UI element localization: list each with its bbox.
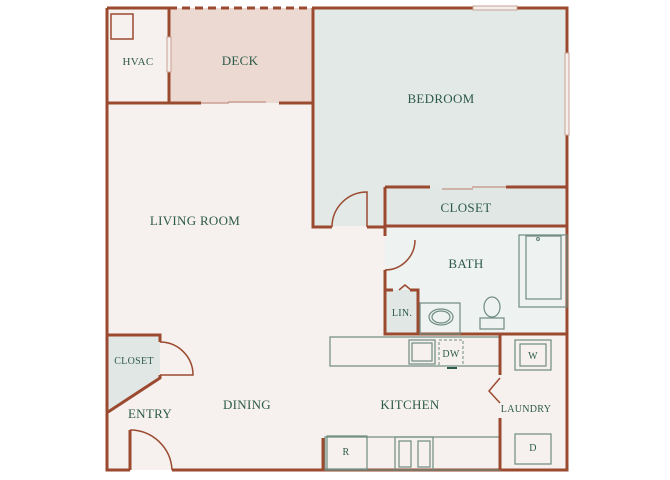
dishwasher-outline <box>438 339 464 367</box>
tub-drain-icon <box>535 236 541 242</box>
room-label-entry-closet: CLOSET <box>114 356 154 367</box>
room-label-entry: ENTRY <box>128 406 172 421</box>
appliance-label-dryer: D <box>529 443 537 454</box>
refrigerator <box>326 435 368 470</box>
room-label-laundry: LAUNDRY <box>501 404 551 415</box>
toilet-bowl-icon <box>483 296 501 318</box>
bedroom-window-side <box>564 52 570 136</box>
toilet-tank-icon <box>479 317 505 330</box>
kitchen-sink-icon <box>408 339 436 365</box>
hvac-unit-icon <box>110 13 134 40</box>
room-label-hvac: HVAC <box>123 56 154 68</box>
room-label-bath: BATH <box>448 256 483 271</box>
hvac-door <box>166 36 172 73</box>
appliance-label-washer: W <box>528 351 538 362</box>
appliance-label-refrigerator: R <box>343 447 350 458</box>
room-label-living-room: LIVING ROOM <box>150 213 240 228</box>
bathtub <box>518 234 568 308</box>
bedroom-closet-floor <box>385 187 567 227</box>
room-label-linen: LIN. <box>392 308 412 319</box>
deck-sliding-door <box>201 101 266 104</box>
vanity <box>419 302 461 335</box>
entry-closet-door-swing <box>159 341 194 376</box>
sink-basin-icon <box>431 310 451 324</box>
room-label-dining: DINING <box>223 397 271 412</box>
room-label-kitchen: KITCHEN <box>380 397 439 412</box>
bedroom-door-swing <box>331 191 368 228</box>
deck-floor <box>169 8 313 103</box>
appliance-label-dishwasher: DW <box>442 349 460 360</box>
kitchen-sink-basin-icon <box>411 342 433 362</box>
bathtub-basin <box>525 235 562 300</box>
bedroom-window-top <box>472 5 518 11</box>
washer <box>514 339 552 371</box>
closet-bifold-door <box>442 186 506 190</box>
entry-door-swing <box>129 429 173 471</box>
sink-icon <box>428 308 454 326</box>
entry-closet-floor <box>108 335 160 412</box>
room-label-bedroom: BEDROOM <box>407 91 474 106</box>
burner-right-icon <box>417 440 431 468</box>
linen-door <box>398 284 412 291</box>
range-stove <box>394 436 434 471</box>
room-label-deck: DECK <box>222 53 259 68</box>
bath-door-swing <box>384 239 416 271</box>
dryer <box>514 433 552 465</box>
washer-lid <box>519 343 547 367</box>
room-label-bedroom-closet: CLOSET <box>441 200 492 215</box>
laundry-bifold-door <box>488 377 501 404</box>
burner-left-icon <box>398 440 412 468</box>
linen-floor <box>386 290 418 334</box>
